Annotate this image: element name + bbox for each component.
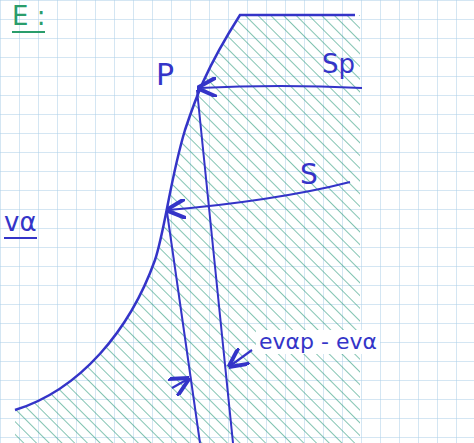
curve-label: S — [300, 160, 318, 191]
curve-label: Sp — [322, 50, 355, 79]
section-heading: E : — [12, 2, 45, 33]
difference-label: evαp - evα — [256, 330, 380, 354]
formula-fragment: vα — [4, 208, 37, 239]
point-label: P — [156, 58, 174, 91]
